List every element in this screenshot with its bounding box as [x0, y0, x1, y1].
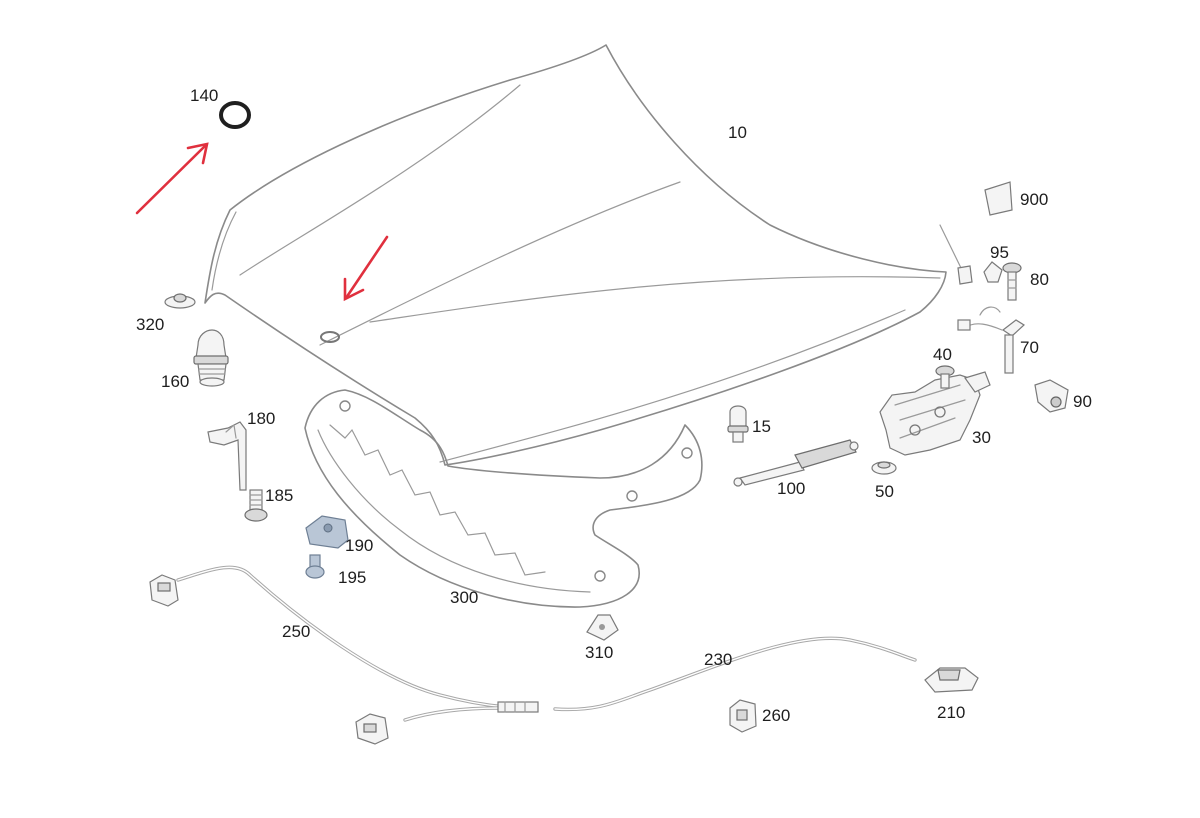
- label-230: 230: [704, 650, 732, 669]
- label-260: 260: [762, 706, 790, 725]
- label-160: 160: [161, 372, 189, 391]
- clip-part-260: [729, 699, 757, 733]
- part-number-labels: 140 10 900 95 80 70 40 90 30 320 160 180…: [136, 86, 1092, 725]
- bump-stop-part: [164, 293, 196, 309]
- label-70: 70: [1020, 338, 1039, 357]
- rod-part-70: [957, 306, 1025, 374]
- label-190: 190: [345, 536, 373, 555]
- bolt-part-185: [244, 489, 268, 522]
- label-180: 180: [247, 409, 275, 428]
- label-210: 210: [937, 703, 965, 722]
- release-cable-250: [176, 565, 507, 722]
- bracket-part: [207, 421, 247, 491]
- gas-strut-part: [733, 439, 859, 487]
- label-250: 250: [282, 622, 310, 641]
- label-15: 15: [752, 417, 771, 436]
- label-30: 30: [972, 428, 991, 447]
- arrow-indicator-hood-hole: [343, 235, 389, 302]
- release-cable-230: [553, 636, 917, 712]
- label-900: 900: [1020, 190, 1048, 209]
- label-90: 90: [1073, 392, 1092, 411]
- hood-hole: [320, 331, 340, 343]
- label-320: 320: [136, 315, 164, 334]
- sensor-part-90: [1034, 379, 1069, 413]
- buffer-part-15: [727, 405, 749, 443]
- ring-seal-part: [219, 101, 251, 129]
- clip-part-310: [586, 614, 619, 641]
- label-10: 10: [728, 123, 747, 142]
- label-tag-part: [939, 181, 1013, 285]
- spring-buffer-part: [193, 329, 229, 387]
- hood-panel: [204, 44, 947, 466]
- cap-part-50: [871, 461, 897, 475]
- pin-part-195: [305, 554, 325, 579]
- cable-connector: [497, 701, 539, 713]
- label-195: 195: [338, 568, 366, 587]
- bolt-part-40: [935, 365, 955, 389]
- label-40: 40: [933, 345, 952, 364]
- label-185: 185: [265, 486, 293, 505]
- label-140: 140: [190, 86, 218, 105]
- label-100: 100: [777, 479, 805, 498]
- label-80: 80: [1030, 270, 1049, 289]
- cable-end-top-left: [149, 574, 179, 607]
- label-50: 50: [875, 482, 894, 501]
- label-310: 310: [585, 643, 613, 662]
- release-handle-part: [924, 667, 979, 693]
- clip-part-95: [983, 261, 1003, 283]
- label-300: 300: [450, 588, 478, 607]
- bolt-part-80: [1002, 262, 1022, 301]
- arrow-indicator-ring: [135, 142, 209, 215]
- label-95: 95: [990, 243, 1009, 262]
- hood-seal-strip: [304, 389, 703, 608]
- cable-end-bottom-left: [355, 713, 389, 745]
- mounting-plate-part: [305, 515, 349, 549]
